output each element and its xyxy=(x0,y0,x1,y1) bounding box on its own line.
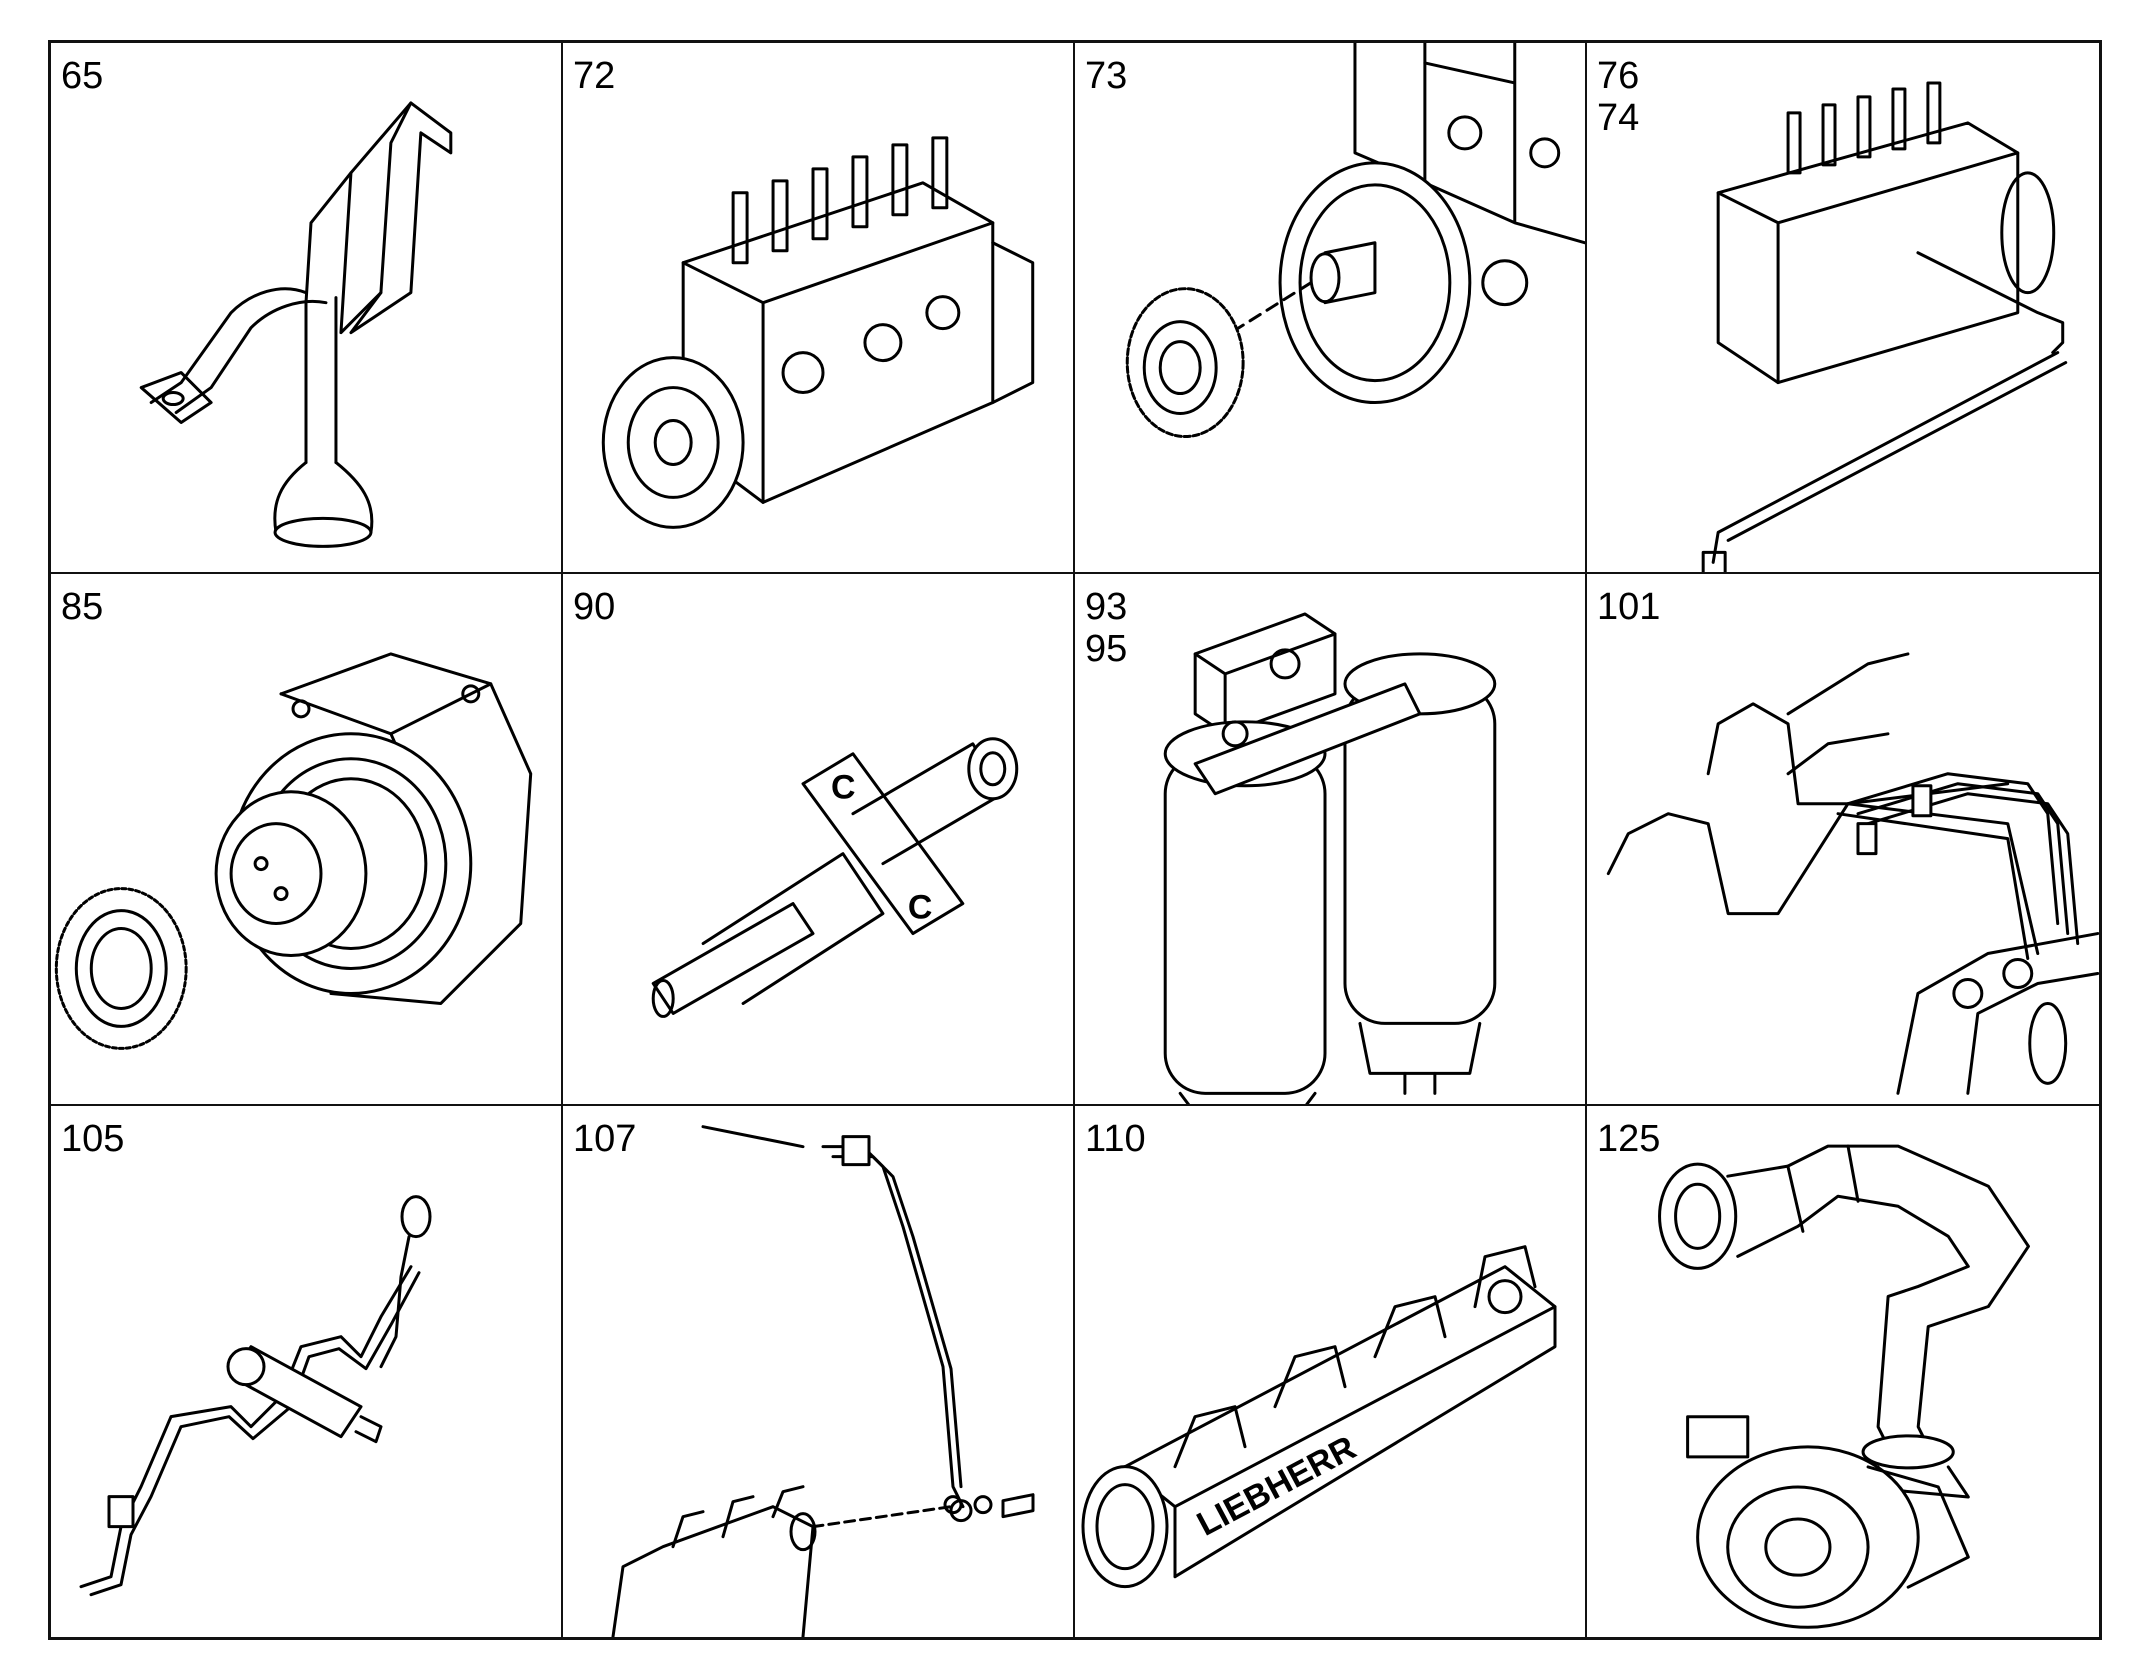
cell-107[interactable]: 107 xyxy=(563,1105,1075,1637)
part-number-90: 90 xyxy=(573,586,616,629)
part-number-105: 105 xyxy=(61,1117,125,1160)
pulley-housing-icon xyxy=(54,652,533,1051)
part-number-107: 107 xyxy=(573,1117,637,1160)
injector-nozzle-icon: CC xyxy=(651,737,1019,1019)
part-number-65: 65 xyxy=(61,55,104,97)
parts-diagram-grid: 65 72 xyxy=(48,40,2102,1640)
part-number-85: 85 xyxy=(61,586,104,629)
part-number-101: 101 xyxy=(1597,586,1661,629)
svg-text:C: C xyxy=(908,889,933,927)
feed-line-icon xyxy=(611,1124,1035,1637)
fuel-filter-icon xyxy=(1163,612,1497,1104)
intake-manifold-icon: LIEBHERR xyxy=(1081,1244,1557,1588)
pump-line-icon xyxy=(1701,81,2068,573)
part-number-72: 72 xyxy=(573,55,616,97)
leak-off-line-icon xyxy=(79,1194,432,1596)
injection-lines-icon xyxy=(1606,652,2099,1096)
injection-pump-icon xyxy=(601,136,1035,529)
oil-suction-pipe-icon xyxy=(139,101,453,548)
cell-110[interactable]: 110 LIEBHERR xyxy=(1075,1105,1587,1637)
cell-105[interactable]: 105 xyxy=(51,1105,563,1637)
part-number-125: 125 xyxy=(1597,1117,1661,1160)
cell-85[interactable]: 85 xyxy=(51,574,563,1106)
cell-72[interactable]: 72 xyxy=(563,43,1075,575)
cell-73[interactable]: 73 xyxy=(1075,43,1587,575)
cell-65[interactable]: 65 xyxy=(51,43,563,575)
part-number-110: 110 xyxy=(1085,1117,1146,1160)
turbocharger-hose-icon xyxy=(1658,1144,2030,1629)
cell-125[interactable]: 125 xyxy=(1587,1106,2099,1637)
cell-101[interactable]: 101 xyxy=(1587,574,2099,1106)
svg-text:C: C xyxy=(831,769,856,807)
pump-drive-gear-icon xyxy=(1125,43,1585,438)
part-number-73: 73 xyxy=(1085,55,1128,97)
